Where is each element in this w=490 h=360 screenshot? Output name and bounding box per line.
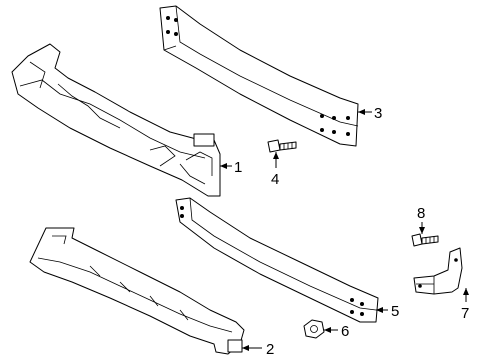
arrow-3 (358, 109, 365, 115)
arrowheads (220, 109, 469, 351)
bracket-bolt-part (411, 233, 439, 247)
arrow-8 (419, 227, 425, 234)
callout-labels: 1 2 3 4 5 6 7 8 (234, 105, 469, 358)
callout-7: 7 (461, 305, 469, 322)
arrow-4 (273, 152, 279, 159)
callout-2: 2 (266, 341, 274, 358)
arrow-6 (324, 327, 331, 333)
nut-part (303, 319, 325, 339)
upper-reinforcement-beam-part (159, 5, 359, 147)
callout-8: 8 (417, 205, 425, 222)
callout-6: 6 (341, 323, 349, 340)
callout-4: 4 (271, 171, 279, 188)
bracket-part (413, 247, 463, 295)
arrow-7 (463, 288, 469, 295)
arrow-2 (242, 345, 249, 351)
lower-absorber-part (29, 227, 245, 355)
callout-5: 5 (391, 303, 399, 320)
arrow-1 (220, 163, 227, 169)
energy-absorber-part (11, 43, 221, 197)
bolt-part (267, 139, 297, 153)
lower-reinforcement-beam-part (175, 197, 379, 323)
callout-1: 1 (234, 159, 242, 176)
callout-3: 3 (374, 105, 382, 122)
arrow-5 (376, 307, 383, 313)
